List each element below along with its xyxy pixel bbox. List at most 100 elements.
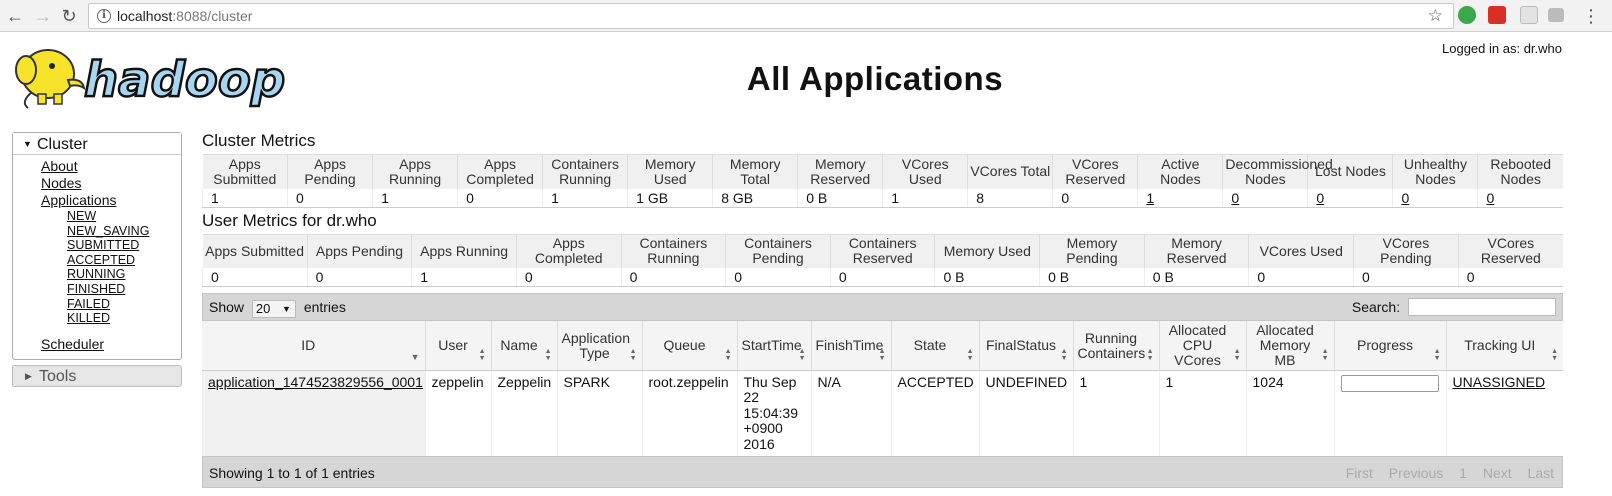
extension-icon-red[interactable] bbox=[1488, 6, 1506, 24]
cell-finish: N/A bbox=[810, 370, 891, 457]
pager-first[interactable]: First bbox=[1345, 465, 1373, 482]
address-url[interactable]: localhost:8088/cluster bbox=[117, 8, 252, 24]
column-header-running-containers[interactable]: Running Containers▲▼ bbox=[1072, 321, 1159, 371]
cluster-metrics-header-containers-running: Containers Running bbox=[542, 154, 628, 189]
cell-type: SPARK bbox=[556, 370, 642, 457]
user-metrics-cell-apps-pending: 0 bbox=[306, 268, 412, 287]
user-metrics-header-memory-pending: Memory Pending bbox=[1039, 234, 1145, 268]
tools-label: Tools bbox=[39, 367, 77, 385]
sort-desc-icon: ▼ bbox=[410, 352, 420, 362]
hadoop-logo[interactable]: hadoop bbox=[12, 40, 308, 112]
sidebar-link-running[interactable]: RUNNING bbox=[67, 267, 126, 282]
cell-memory: 1024 bbox=[1245, 370, 1334, 457]
cluster-metrics-header-apps-pending: Apps Pending bbox=[287, 154, 373, 189]
sidebar-link-accepted[interactable]: ACCEPTED bbox=[67, 252, 136, 267]
back-icon[interactable]: ← bbox=[6, 6, 24, 26]
pager-last[interactable]: Last bbox=[1527, 465, 1554, 482]
cluster-metrics-header-vcores-total: VCores Total bbox=[967, 154, 1053, 189]
user-metrics-header-containers-pending: Containers Pending bbox=[725, 234, 831, 268]
column-header-state[interactable]: State▲▼ bbox=[890, 321, 979, 371]
sidebar-link-failed[interactable]: FAILED bbox=[67, 296, 111, 311]
metric-link-rebooted-nodes[interactable]: 0 bbox=[1486, 189, 1495, 206]
extension-icon-green[interactable] bbox=[1458, 6, 1476, 24]
cell-id: application_1474523829556_0001 bbox=[202, 370, 425, 457]
cluster-metrics-cell-memory-used: 1 GB bbox=[627, 188, 713, 208]
sidebar-link-nodes[interactable]: Nodes bbox=[41, 175, 82, 191]
column-header-progress[interactable]: Progress▲▼ bbox=[1333, 321, 1446, 371]
column-header-name[interactable]: Name▲▼ bbox=[490, 321, 557, 371]
sidebar-link-new-saving[interactable]: NEW_SAVING bbox=[67, 223, 150, 238]
search-input[interactable] bbox=[1408, 298, 1556, 316]
menu-icon[interactable]: ⋮ bbox=[1582, 6, 1600, 26]
column-header-finishtime[interactable]: FinishTime▲▼ bbox=[810, 321, 891, 371]
user-metrics-cell-apps-running: 1 bbox=[411, 268, 517, 287]
sort-both-icon: ▲▼ bbox=[1551, 348, 1558, 362]
cluster-metrics-cell-vcores-used: 1 bbox=[882, 188, 968, 208]
sidebar-link-submitted[interactable]: SUBMITTED bbox=[67, 238, 140, 253]
column-header-user[interactable]: User▲▼ bbox=[424, 321, 491, 371]
cluster-metrics-cell-apps-running: 1 bbox=[372, 188, 458, 208]
sidebar-link-new[interactable]: NEW bbox=[67, 209, 97, 223]
address-bar[interactable]: i localhost:8088/cluster ☆ bbox=[88, 3, 1454, 29]
reload-icon[interactable]: ↻ bbox=[61, 6, 77, 26]
sidebar-link-about[interactable]: About bbox=[41, 158, 78, 174]
tracking-ui-link[interactable]: UNASSIGNED bbox=[1452, 374, 1546, 390]
cell-final-status: UNDEFINED bbox=[978, 370, 1073, 457]
column-header-label: Allocated CPU VCores bbox=[1168, 322, 1227, 368]
entries-label: entries bbox=[303, 299, 346, 315]
tools-section-header[interactable]: ▶Tools bbox=[12, 364, 182, 387]
metric-link-decommissioned-nodes[interactable]: 0 bbox=[1231, 189, 1240, 206]
show-label: Show bbox=[209, 299, 245, 315]
sidebar-link-applications[interactable]: Applications bbox=[41, 192, 117, 208]
metric-link-unhealthy-nodes[interactable]: 0 bbox=[1401, 189, 1410, 206]
user-metrics-header-vcores-used: VCores Used bbox=[1248, 234, 1354, 268]
datatable-toolbar: Show 20▼ entries Search: bbox=[202, 293, 1563, 321]
column-header-allocated-memory-mb[interactable]: Allocated Memory MB▲▼ bbox=[1245, 321, 1334, 371]
cluster-metrics-header-memory-used: Memory Used bbox=[627, 154, 713, 189]
metric-link-active-nodes[interactable]: 1 bbox=[1146, 189, 1155, 206]
cluster-metrics-cell-rebooted-nodes: 0 bbox=[1477, 188, 1563, 208]
user-metrics-cell-containers-pending: 0 bbox=[725, 268, 831, 287]
sidebar-link-scheduler[interactable]: Scheduler bbox=[41, 335, 105, 352]
user-metrics-cell-containers-running: 0 bbox=[620, 268, 726, 287]
cluster-metrics-cell-unhealthy-nodes: 0 bbox=[1392, 188, 1478, 208]
sort-both-icon: ▲▼ bbox=[724, 348, 732, 362]
column-header-allocated-cpu-vcores[interactable]: Allocated CPU VCores▲▼ bbox=[1158, 321, 1246, 371]
column-header-queue[interactable]: Queue▲▼ bbox=[641, 321, 737, 371]
metric-link-lost-nodes[interactable]: 0 bbox=[1316, 189, 1325, 206]
application-id-link[interactable]: application_1474523829556_0001 bbox=[208, 374, 423, 390]
column-header-id[interactable]: ID▼ bbox=[202, 321, 425, 371]
pager-page-1[interactable]: 1 bbox=[1459, 465, 1467, 482]
bookmark-star-icon[interactable]: ☆ bbox=[1427, 6, 1443, 25]
extension-icon-gray[interactable] bbox=[1520, 6, 1538, 24]
cluster-section-header[interactable]: ▼Cluster bbox=[13, 133, 181, 155]
user-metrics-header-memory-used: Memory Used bbox=[934, 234, 1040, 268]
pager-previous[interactable]: Previous bbox=[1388, 465, 1444, 482]
pager-next[interactable]: Next bbox=[1482, 465, 1512, 482]
sort-both-icon: ▲▼ bbox=[1321, 348, 1329, 362]
page-size-select[interactable]: 20▼ bbox=[251, 300, 296, 318]
column-header-application-type[interactable]: Application Type▲▼ bbox=[556, 321, 642, 371]
user-metrics-header-containers-reserved: Containers Reserved bbox=[829, 234, 935, 268]
cluster-metrics-cell-containers-running: 1 bbox=[542, 188, 628, 208]
cluster-metrics-header-lost-nodes: Lost Nodes bbox=[1307, 154, 1393, 189]
cell-vcores: 1 bbox=[1158, 370, 1246, 457]
column-header-starttime[interactable]: StartTime▲▼ bbox=[736, 321, 811, 371]
forward-icon[interactable]: → bbox=[34, 6, 52, 26]
column-header-tracking-ui[interactable]: Tracking UI▲▼ bbox=[1445, 321, 1563, 371]
cluster-metrics-cell-apps-submitted: 1 bbox=[201, 188, 288, 208]
extension-icon-cast[interactable] bbox=[1548, 8, 1564, 22]
sidebar-link-finished[interactable]: FINISHED bbox=[67, 281, 126, 296]
cluster-metrics-header-apps-running: Apps Running bbox=[372, 154, 458, 189]
user-metrics-cell-vcores-pending: 0 bbox=[1353, 268, 1459, 287]
cluster-metrics-header-apps-submitted: Apps Submitted bbox=[202, 154, 288, 189]
cell-progress bbox=[1333, 370, 1446, 457]
info-icon[interactable]: i bbox=[97, 9, 111, 23]
cluster-metrics-header-active-nodes: Active Nodes bbox=[1137, 154, 1223, 189]
sidebar-link-killed[interactable]: KILLED bbox=[67, 311, 111, 326]
column-header-finalstatus[interactable]: FinalStatus▲▼ bbox=[978, 321, 1073, 371]
cluster-metrics-cell-active-nodes: 1 bbox=[1137, 188, 1223, 208]
cell-start: Thu Sep 22 15:04:39 +0900 2016 bbox=[736, 370, 811, 457]
